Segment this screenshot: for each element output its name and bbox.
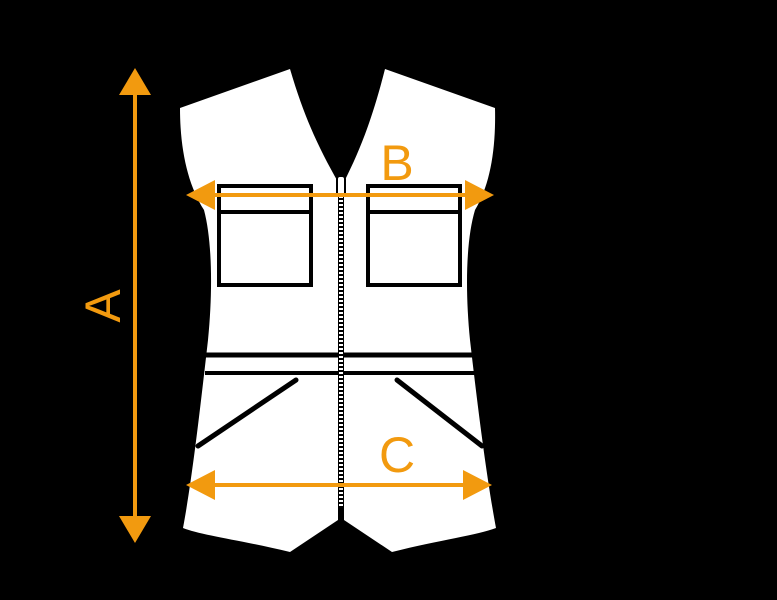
dimension-b-arrow-right [465,180,494,210]
dimension-a-arrow-top [119,68,151,95]
dimension-b-label: B [380,135,413,191]
dimension-a-label: A [75,289,131,323]
dimension-c-arrow-left [186,470,215,500]
zipper [336,175,346,508]
dimension-c: C [186,427,492,500]
dimension-a: A [75,68,151,543]
right-chest-pocket [366,184,462,287]
dimension-c-arrow-right [463,470,492,500]
dimension-b-arrow-left [186,180,215,210]
left-chest-pocket [217,184,313,287]
dimension-a-arrow-bottom [119,516,151,543]
lower-pocket-openings [195,377,485,449]
dimension-c-label: C [379,427,415,483]
dimension-b: B [186,135,494,210]
